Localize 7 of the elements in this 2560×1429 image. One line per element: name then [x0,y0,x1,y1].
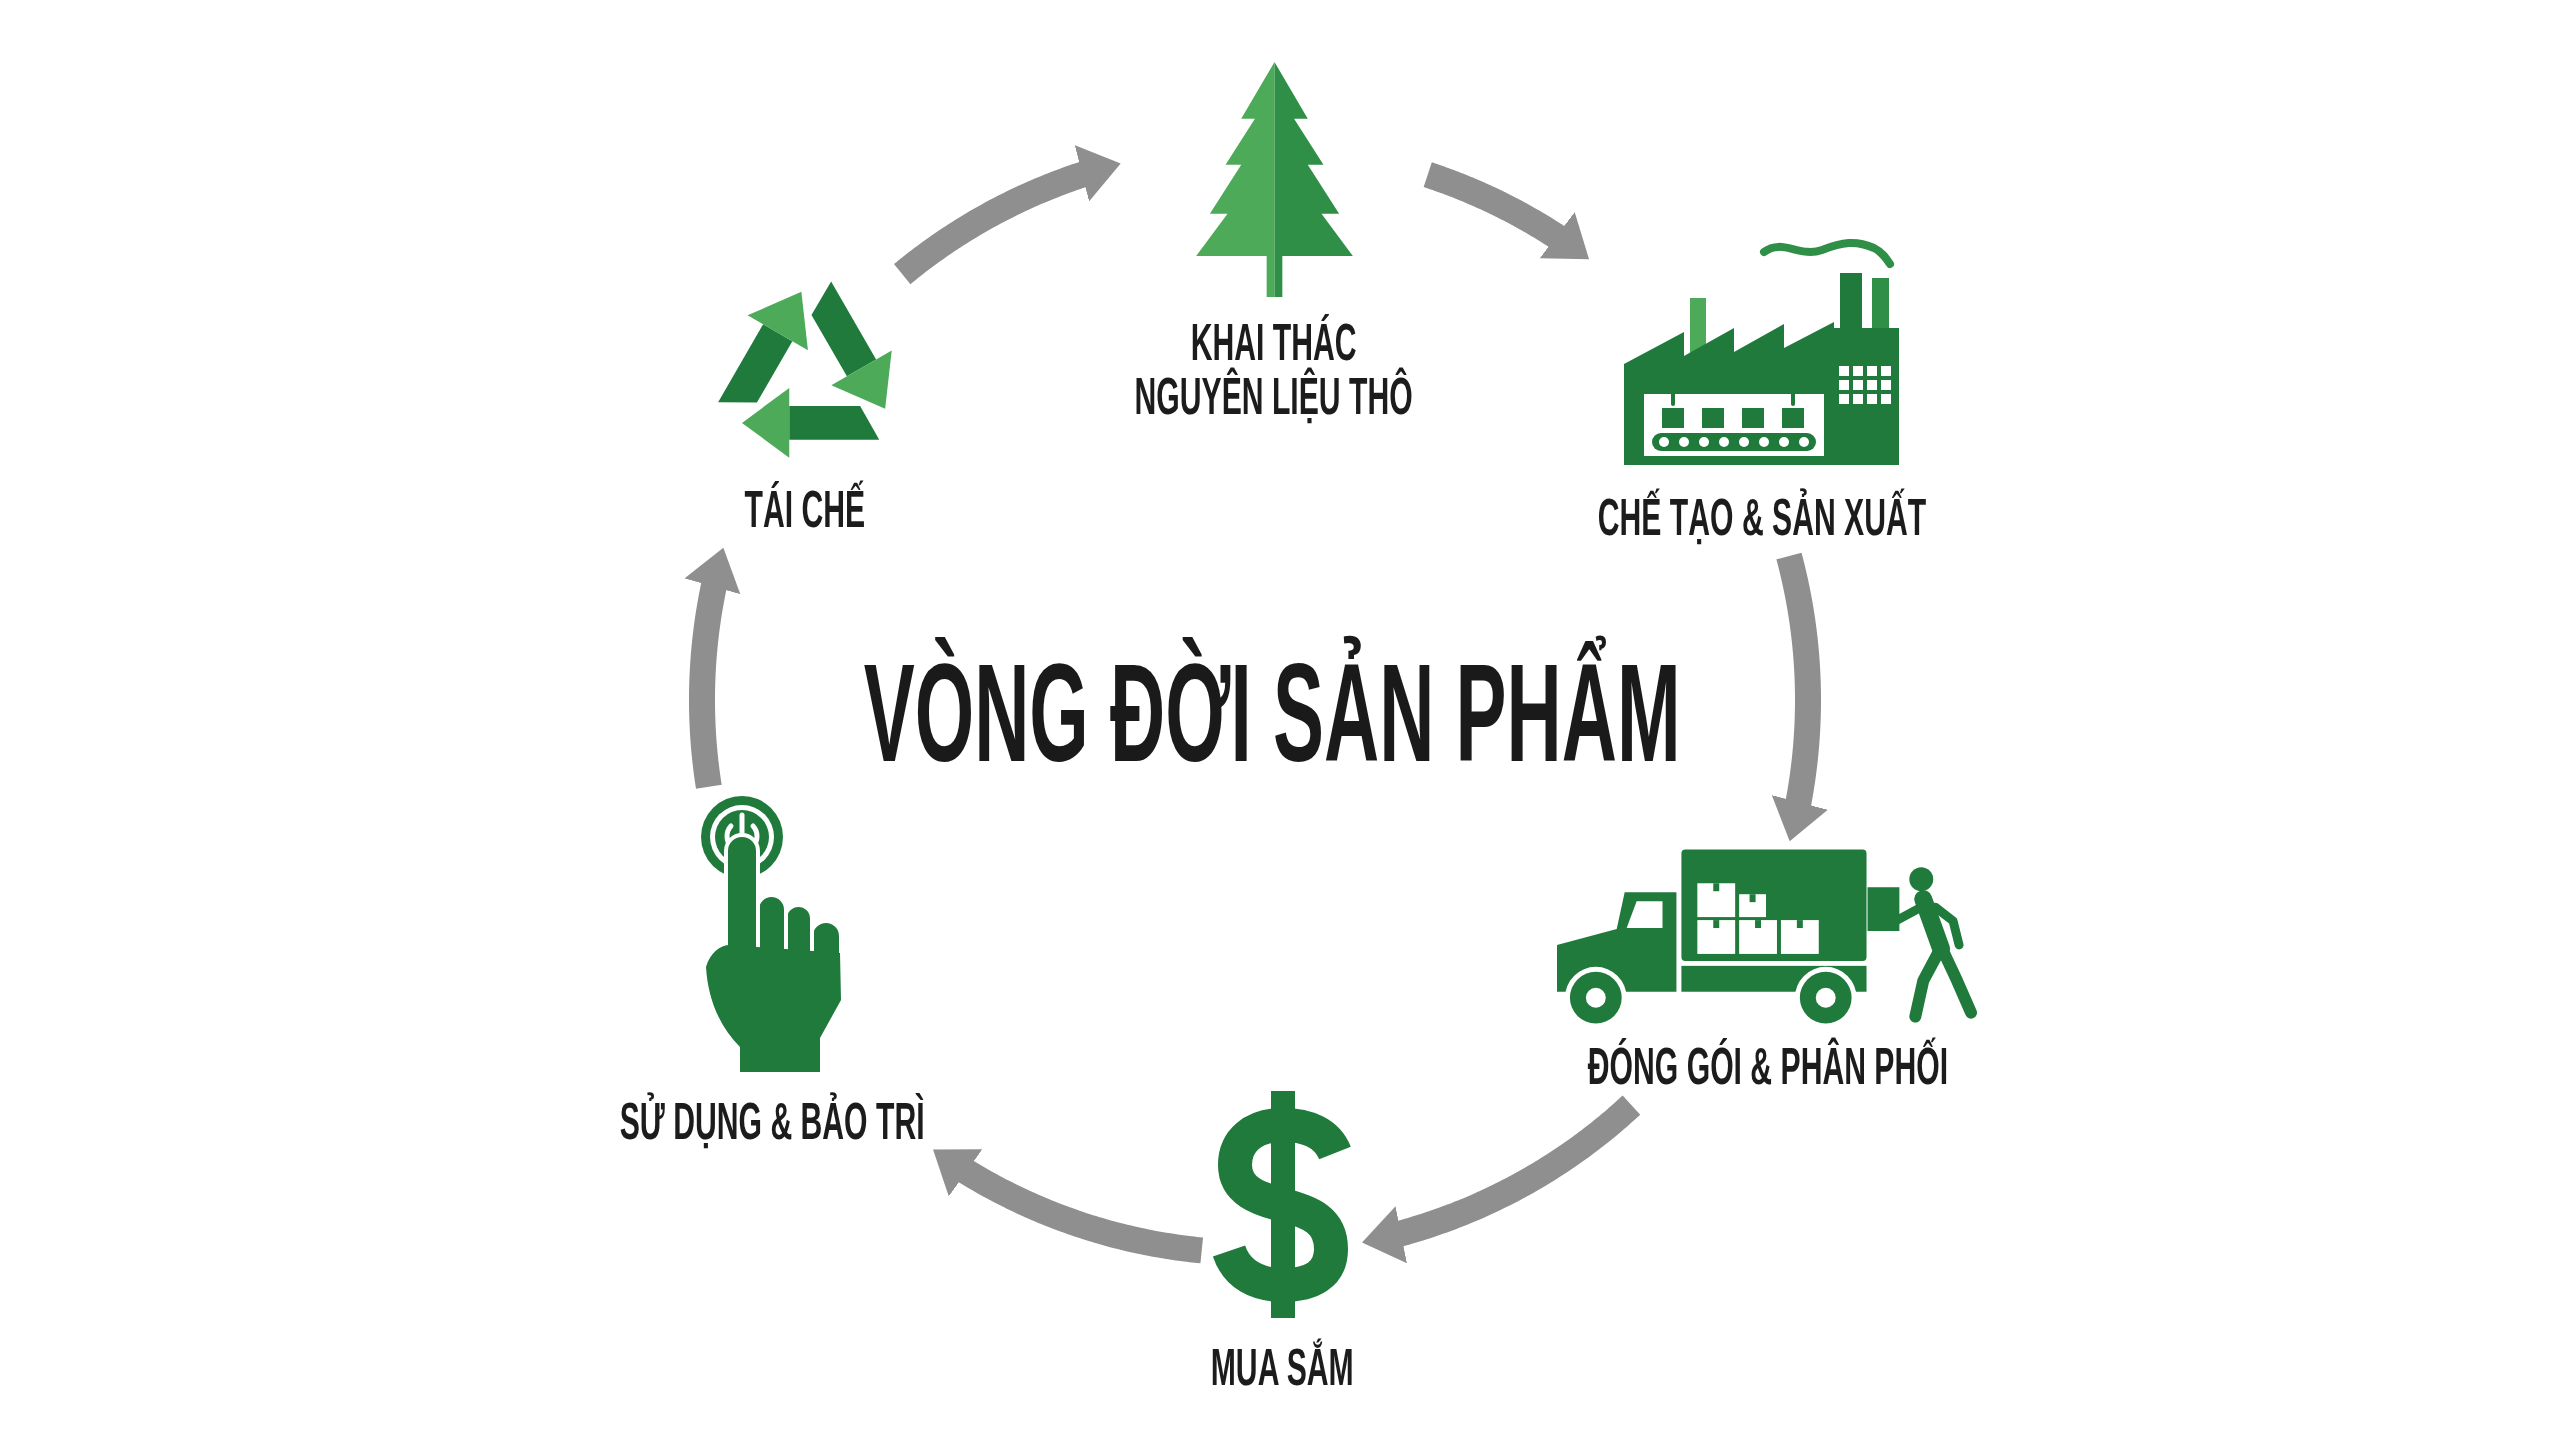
stage-label: MUA SẮM [1209,1337,1355,1398]
stage-label: CHẾ TẠO & SẢN XUẤT [1597,487,1927,548]
stage-label: SỬ DỤNG & BẢO TRÌ [618,1091,926,1152]
stage-label: ĐÓNG GÓI & PHÂN PHỐI [1587,1036,1949,1097]
stage-label: TÁI CHẾ [744,479,866,540]
diagram-title: VÒNG ĐỜI SẢN PHẨM [862,634,1682,792]
stage-label: KHAI THÁC NGUYÊN LIỆU THÔ [1133,312,1415,427]
